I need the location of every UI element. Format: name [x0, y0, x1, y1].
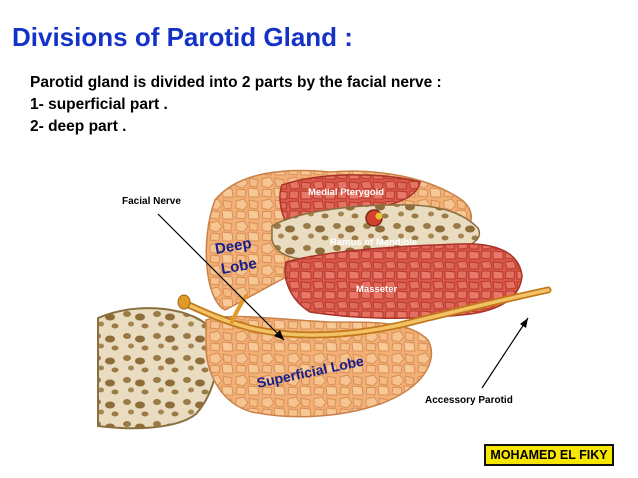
label-deep-lobe-1: Deep [214, 235, 253, 258]
label-medial-pterygoid: Medial Pterygoid [308, 187, 384, 198]
superficial-lobe [205, 315, 433, 418]
nerve-stump [177, 294, 191, 310]
label-deep-lobe-2: Lobe [220, 255, 258, 278]
label-masseter: Masseter [356, 284, 397, 295]
label-ramus-of-mandible: Ramus of Mandible [330, 237, 417, 248]
mastoid-bone [97, 307, 219, 430]
nerve-branch [230, 294, 248, 324]
intro-line: Parotid gland is divided into 2 parts by… [30, 74, 442, 91]
accessory-parotid-pointer [481, 317, 529, 389]
facial-nerve-pointer [157, 213, 285, 341]
intro-line: 2- deep part . [30, 118, 127, 135]
label-facial-nerve: Facial Nerve [122, 196, 181, 207]
author-credit-badge: MOHAMED EL FIKY [484, 444, 614, 466]
intro-text: Parotid gland is divided into 2 parts by… [30, 72, 442, 138]
intro-line: 1- superficial part . [30, 96, 168, 113]
slide-title: Divisions of Parotid Gland : [12, 22, 353, 52]
label-accessory-parotid: Accessory Parotid [425, 395, 513, 406]
